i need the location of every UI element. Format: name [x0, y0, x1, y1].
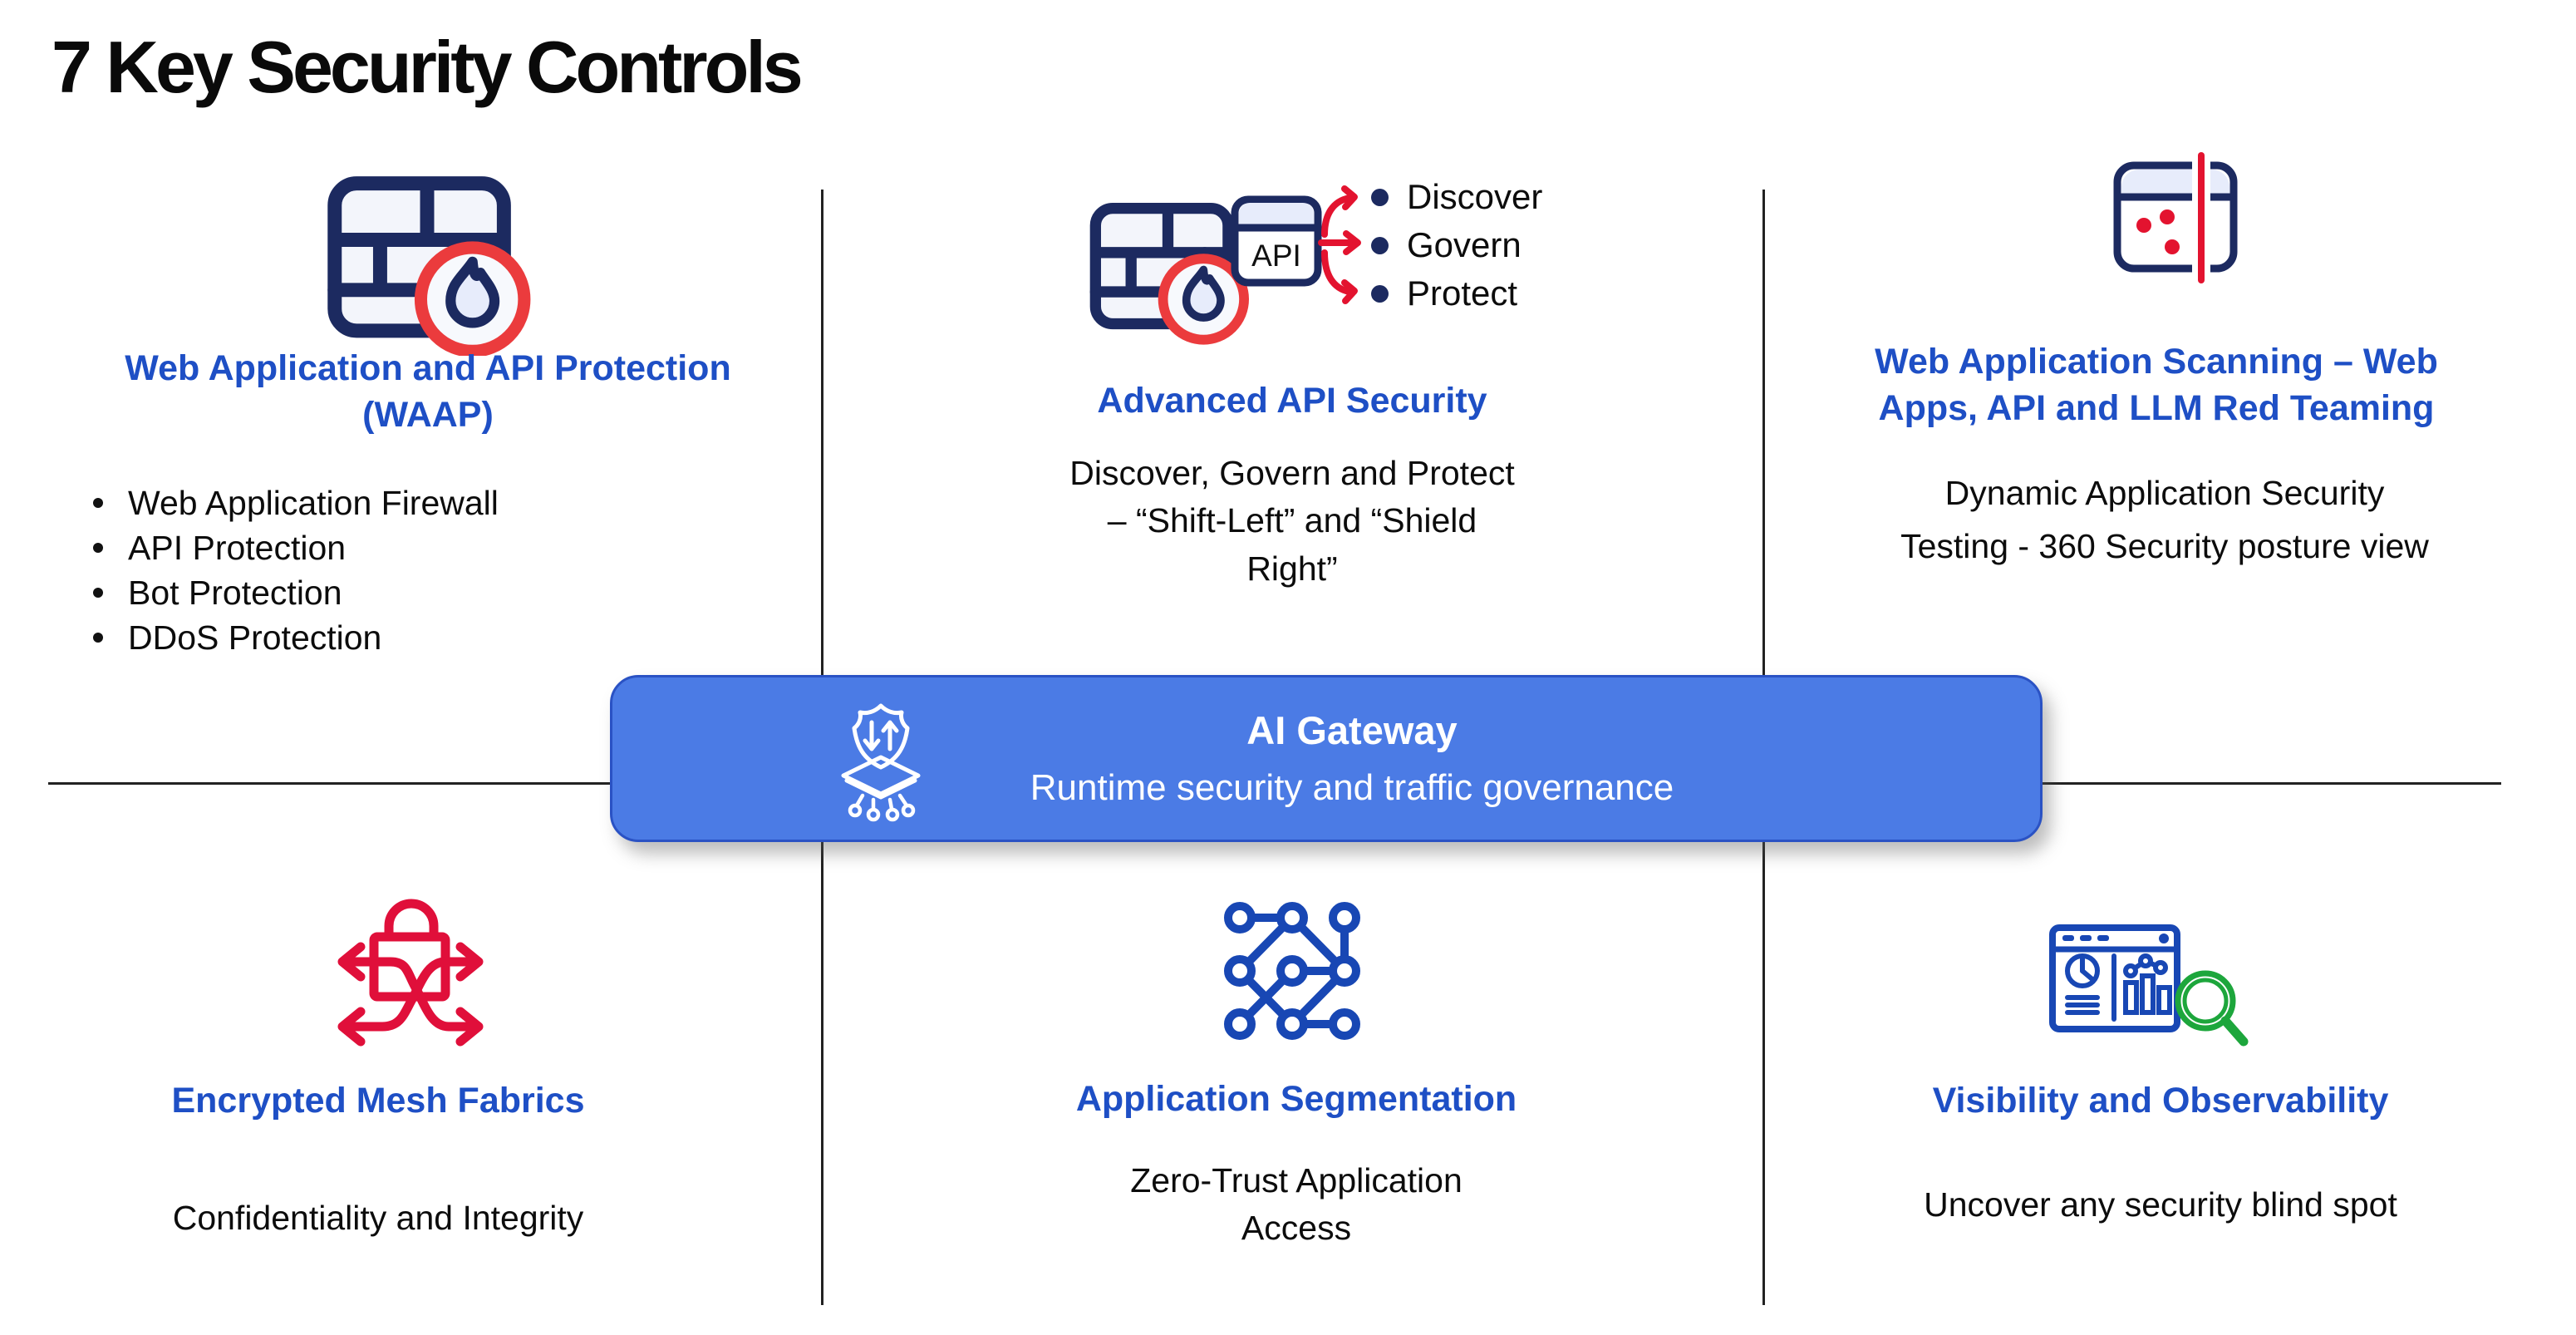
segmentation-heading: Application Segmentation	[1075, 1079, 1517, 1119]
list-item: Web Application Firewall	[93, 480, 808, 525]
flow-label: Govern	[1407, 225, 1522, 264]
ai-gateway-banner: AI Gateway Runtime security and traffic …	[610, 675, 2043, 842]
bullet-icon	[93, 588, 103, 598]
scanning-heading: Web Application Scanning – Web Apps, API…	[1875, 342, 2438, 428]
flow-item-protect: Protect	[1371, 273, 1518, 313]
flow-item-discover: Discover	[1371, 177, 1543, 216]
mesh-body: Confidentiality and Integrity	[172, 1199, 584, 1237]
encrypted-lock-mesh-icon	[337, 899, 484, 1047]
flow-label: Discover	[1407, 177, 1543, 216]
flow-item-govern: Govern	[1371, 225, 1522, 264]
bullet-icon	[1371, 284, 1389, 303]
ai-gateway-subtitle: Runtime security and traffic governance	[1030, 767, 1674, 808]
bullet-icon	[93, 543, 103, 553]
waap-bullet-list: Web Application Firewall API Protection …	[93, 480, 808, 660]
bullet-icon	[93, 633, 103, 643]
bullet-text: API Protection	[128, 529, 347, 567]
segmentation-body: Zero-Trust Application Access	[1130, 1161, 1463, 1248]
bullet-text: DDoS Protection	[128, 618, 382, 657]
list-item: DDoS Protection	[93, 615, 808, 660]
visibility-heading: Visibility and Observability	[1932, 1081, 2389, 1121]
segmentation-mesh-icon	[1224, 902, 1360, 1040]
bullet-text: Web Application Firewall	[128, 484, 499, 522]
api-label: API	[1251, 239, 1301, 273]
api-security-heading: Advanced API Security	[1097, 381, 1487, 421]
dashboard-magnifier-icon	[2049, 924, 2249, 1047]
api-box-arrows-icon: API	[1231, 185, 1361, 304]
scanning-body: Dynamic Application Security Testing - 3…	[1900, 474, 2429, 565]
firewall-flame-icon	[327, 176, 531, 356]
bullet-icon	[93, 498, 103, 508]
flow-label: Protect	[1407, 273, 1518, 313]
bullet-text: Bot Protection	[128, 574, 342, 612]
list-item: API Protection	[93, 525, 808, 570]
mesh-heading: Encrypted Mesh Fabrics	[171, 1081, 585, 1121]
waap-heading: Web Application and API Protection (WAAP…	[125, 348, 731, 435]
firewall-flame-icon	[1089, 202, 1249, 345]
visibility-body: Uncover any security blind spot	[1924, 1185, 2397, 1224]
api-security-body: Discover, Govern and Protect – “Shift-Le…	[1069, 454, 1515, 588]
ai-gateway-shield-icon	[841, 703, 921, 822]
list-item: Bot Protection	[93, 570, 808, 615]
ai-gateway-title: AI Gateway	[1246, 708, 1458, 752]
bullet-icon	[1371, 236, 1389, 254]
bullet-icon	[1371, 188, 1389, 206]
page-title: 7 Key Security Controls	[52, 26, 804, 108]
scan-window-icon	[2113, 152, 2238, 285]
